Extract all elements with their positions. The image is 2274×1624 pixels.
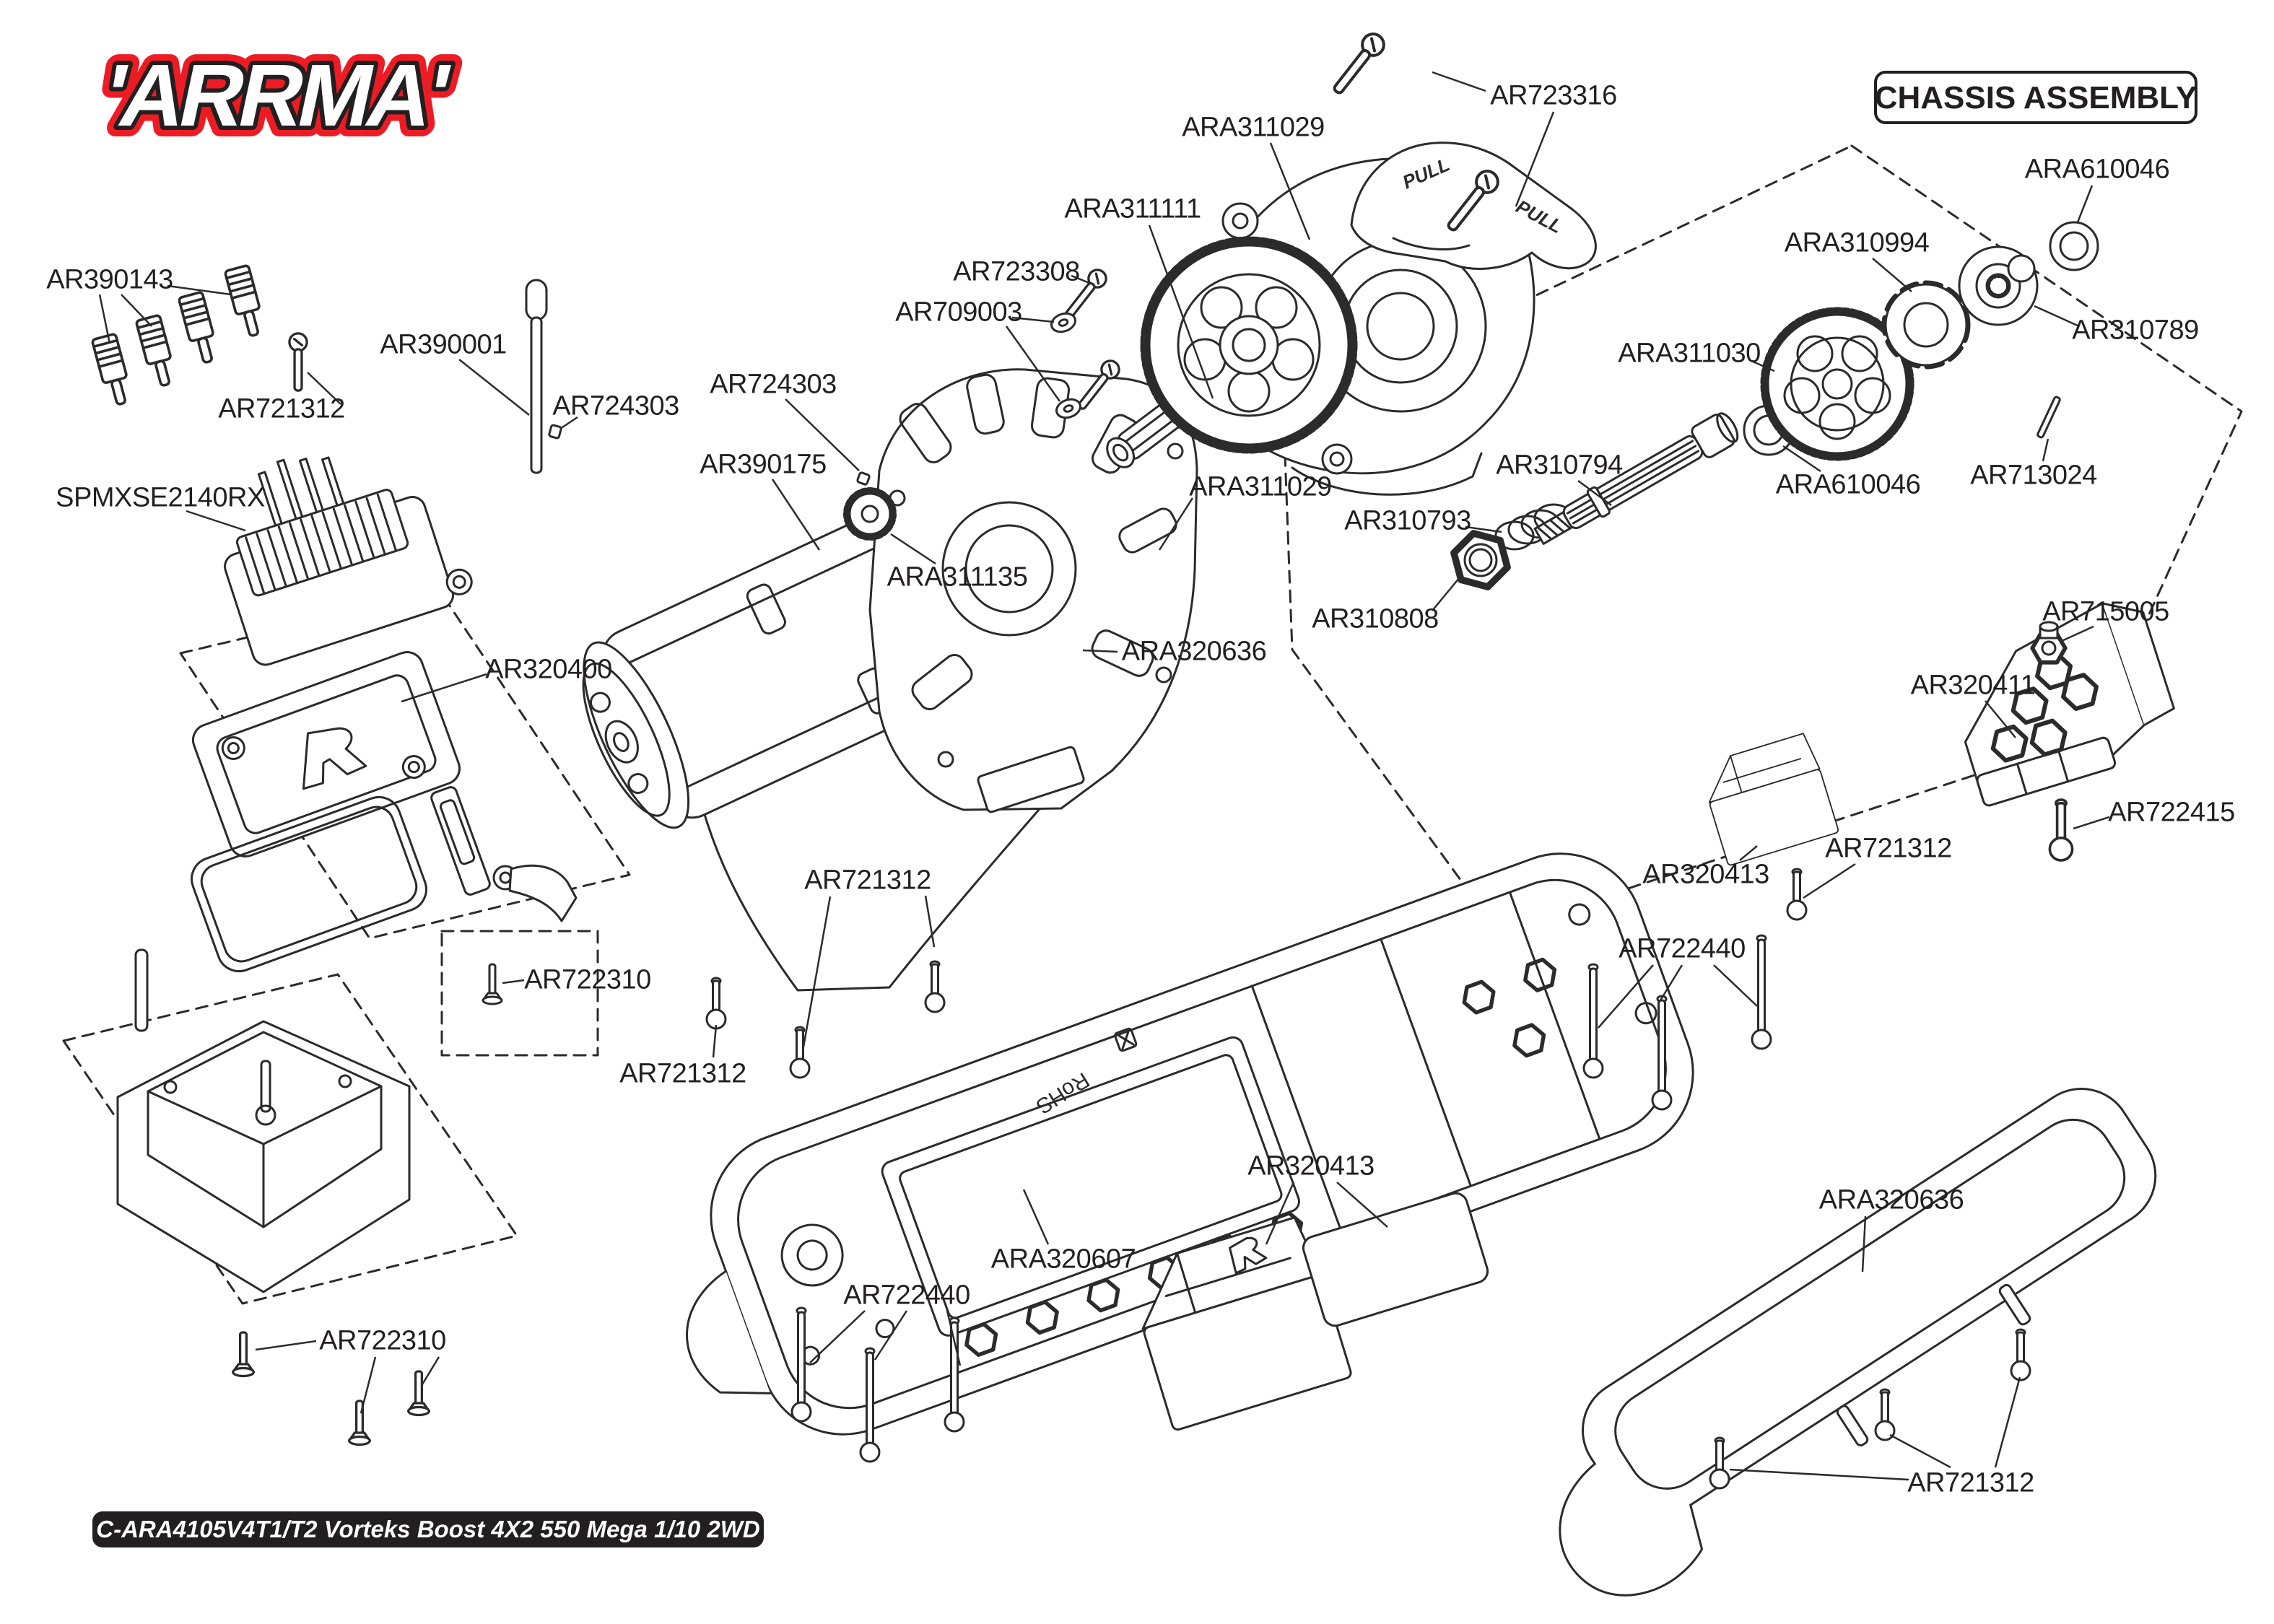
part-label-ar320413-a: AR320413 xyxy=(1247,1151,1375,1182)
part-label-ar724303-a: AR724303 xyxy=(552,390,679,422)
part-label-ar320400: AR320400 xyxy=(485,654,612,685)
part-label-spmxse2140rx: SPMXSE2140RX xyxy=(56,482,265,513)
part-label-ar722310-b: AR722310 xyxy=(319,1325,446,1356)
nut-ar715005-drawing xyxy=(2032,621,2065,663)
side-guard-right-drawing xyxy=(1559,1088,2157,1597)
battery-box-right-drawing xyxy=(1708,733,1839,866)
receiver-plug-drawing xyxy=(134,948,149,1032)
part-label-ara610046-b: ARA610046 xyxy=(1775,469,1921,500)
part-label-ar709003: AR709003 xyxy=(895,297,1022,328)
svg-text:'ARRMA': 'ARRMA' xyxy=(95,46,456,144)
part-label-ar310789: AR310789 xyxy=(2072,315,2199,346)
receiver-lid-drawing xyxy=(191,651,461,857)
part-label-ar713024: AR713024 xyxy=(1970,460,2097,491)
part-label-ara311029-a: ARA311029 xyxy=(1182,112,1325,143)
slipper-detail-drawing xyxy=(1447,221,2099,590)
part-label-ar721312-b: AR721312 xyxy=(619,1058,746,1089)
part-label-ar310808: AR310808 xyxy=(1312,603,1439,634)
esc-drawing xyxy=(224,456,473,666)
part-label-ara311029-b: ARA311029 xyxy=(1189,471,1332,502)
dashed-group-screw xyxy=(440,930,599,1057)
part-label-ar721312-a: AR721312 xyxy=(218,393,345,424)
assembly-title-box: CHASSIS ASSEMBLY xyxy=(1874,71,2197,124)
antenna-tube-drawing xyxy=(525,279,548,474)
part-label-ar722415: AR722415 xyxy=(2108,797,2235,828)
pinion-gear-drawing xyxy=(843,487,897,541)
part-label-ara311030: ARA311030 xyxy=(1618,338,1761,369)
part-label-ara320636-b: ARA320636 xyxy=(1818,1184,1964,1215)
part-label-ar723308: AR723308 xyxy=(953,256,1080,287)
part-label-ar721312-e: AR721312 xyxy=(1907,1467,2034,1498)
leader-lines xyxy=(98,71,2110,1481)
part-label-ar390175: AR390175 xyxy=(700,449,827,480)
battery-mount-drawing xyxy=(1964,602,2175,807)
motor-plate-drawing xyxy=(868,368,1198,813)
chassis-drawing: RoHS xyxy=(686,852,1694,1436)
part-label-ar724303-b: AR724303 xyxy=(710,369,837,400)
part-label-ara311111: ARA311111 xyxy=(1064,193,1201,224)
brand-logo: 'ARRMA' 'ARRMA' 'ARRMA' xyxy=(84,35,466,155)
part-label-ar390143: AR390143 xyxy=(46,264,173,295)
part-label-ar715005: AR715005 xyxy=(2042,596,2169,627)
part-label-ar320413-b: AR320413 xyxy=(1642,859,1769,890)
part-label-ara311135: ARA311135 xyxy=(886,562,1028,593)
grommet-ar724303-a xyxy=(548,424,562,440)
part-label-ar721312-c: AR721312 xyxy=(804,865,931,896)
part-label-ara610046-a: ARA610046 xyxy=(2024,154,2170,185)
receiver-gasket-drawing xyxy=(191,795,427,973)
battery-foam-pad-drawing xyxy=(1302,1192,1489,1327)
part-label-ar722440-a: AR722440 xyxy=(843,1280,970,1311)
part-label-ara310994: ARA310994 xyxy=(1784,227,1930,258)
receiver-box-drawing xyxy=(116,1020,411,1293)
part-label-ar320411: AR320411 xyxy=(1910,670,2036,701)
part-label-ar721312-d: AR721312 xyxy=(1825,833,1952,864)
part-label-ar310794: AR310794 xyxy=(1496,450,1623,481)
grommet-ar724303-b xyxy=(856,471,871,486)
battery-box-left-drawing xyxy=(1141,1216,1352,1431)
part-label-ar722310-a: AR722310 xyxy=(524,964,651,995)
svg-text:'ARRMA': 'ARRMA' xyxy=(95,46,456,144)
product-footer-badge: C-ARA4105V4T1/T2 Vorteks Boost 4X2 550 M… xyxy=(92,1511,764,1579)
part-label-ar310793: AR310793 xyxy=(1344,505,1471,536)
svg-text:'ARRMA': 'ARRMA' xyxy=(95,46,456,144)
part-label-ara320607: ARA320607 xyxy=(990,1244,1136,1275)
part-label-ar390001: AR390001 xyxy=(380,329,507,360)
part-label-ar723316: AR723316 xyxy=(1490,80,1617,111)
part-label-ara320636-a: ARA320636 xyxy=(1121,636,1267,667)
part-label-ar722440-b: AR722440 xyxy=(1619,933,1746,964)
latch-parts-drawing xyxy=(430,786,578,922)
page-title: CHASSIS ASSEMBLY xyxy=(1875,80,2197,115)
